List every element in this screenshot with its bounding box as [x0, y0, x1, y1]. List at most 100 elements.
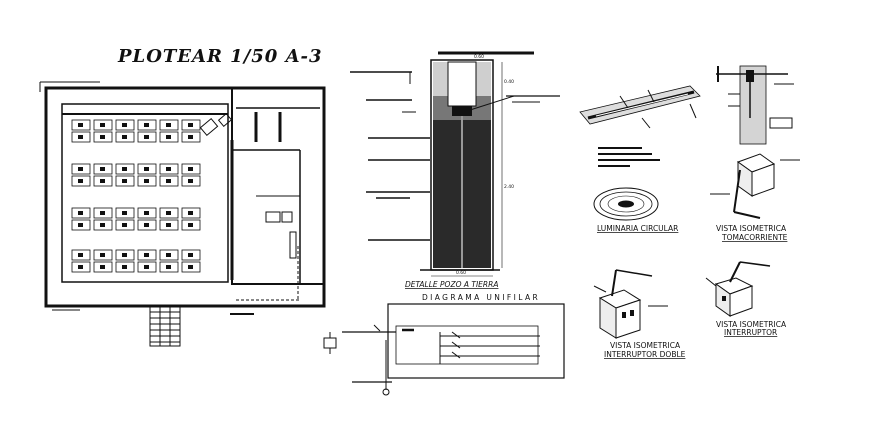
- desk: [137, 219, 157, 231]
- chair: [100, 211, 105, 215]
- desk: [137, 261, 157, 273]
- chair: [166, 123, 171, 127]
- desk: [159, 131, 179, 143]
- chair: [166, 223, 171, 227]
- desk: [159, 119, 179, 131]
- ground-well-caption: DETALLE POZO A TIERRA: [405, 280, 498, 289]
- well-dim-bottom: 0.60: [456, 270, 466, 276]
- floor-plan: [39, 81, 326, 347]
- chair: [100, 223, 105, 227]
- desk: [137, 175, 157, 187]
- chair: [100, 265, 105, 269]
- desk: [137, 131, 157, 143]
- chair: [78, 123, 83, 127]
- chair: [188, 211, 193, 215]
- luminaire-caption: LUMINARIA CIRCULAR: [597, 224, 678, 233]
- conduit-detail: [579, 85, 701, 167]
- desk: [93, 119, 113, 131]
- chair: [166, 167, 171, 171]
- desk: [93, 249, 113, 261]
- chair: [188, 135, 193, 139]
- iso-outlet-caption-1: VISTA ISOMETRICA: [716, 224, 787, 233]
- desk: [71, 119, 91, 131]
- desk: [181, 119, 201, 131]
- circular-luminaire: LUMINARIA CIRCULAR: [593, 187, 678, 233]
- desk: [115, 119, 135, 131]
- desk: [71, 261, 91, 273]
- chair: [144, 135, 149, 139]
- iso-double-switch: VISTA ISOMETRICA INTERRUPTOR DOBLE: [593, 269, 686, 359]
- iso-outlet-caption-2: TOMACORRIENTE: [721, 233, 788, 242]
- desk: [159, 219, 179, 231]
- well-dim-upper: 0.40: [504, 79, 514, 85]
- desk: [115, 261, 135, 273]
- desk: [181, 163, 201, 175]
- chair: [100, 179, 105, 183]
- chair: [100, 123, 105, 127]
- desk: [71, 163, 91, 175]
- chair: [188, 223, 193, 227]
- well-dim-top: 0.60: [474, 54, 484, 60]
- iso-switch-caption-1: VISTA ISOMETRICA: [716, 320, 787, 329]
- chair: [144, 123, 149, 127]
- chair: [188, 123, 193, 127]
- desk: [93, 219, 113, 231]
- single-line-diagram: DIAGRAMA UNIFILAR: [323, 293, 565, 396]
- chair: [122, 135, 127, 139]
- desk: [181, 131, 201, 143]
- desk: [181, 175, 201, 187]
- chair: [166, 179, 171, 183]
- desk: [93, 207, 113, 219]
- desk: [181, 207, 201, 219]
- desk: [159, 207, 179, 219]
- iso-outlet: VISTA ISOMETRICA TOMACORRIENTE: [710, 153, 800, 242]
- chair: [188, 253, 193, 257]
- iso-switch: VISTA ISOMETRICA INTERRUPTOR: [705, 261, 787, 337]
- ground-well-detail: 0.60 2.40 0.40 0.60 DETALLE POZO A TIERR…: [350, 51, 560, 289]
- chair: [122, 265, 127, 269]
- desk: [159, 261, 179, 273]
- chair: [166, 135, 171, 139]
- chair: [122, 223, 127, 227]
- desk: [115, 207, 135, 219]
- iso-switch-caption-2: INTERRUPTOR: [724, 328, 777, 337]
- desk: [93, 261, 113, 273]
- chair: [188, 167, 193, 171]
- chair: [166, 211, 171, 215]
- sheet-title: PLOTEAR 1/50 A-3: [117, 46, 323, 67]
- chair: [78, 167, 83, 171]
- chair: [144, 223, 149, 227]
- desk: [115, 175, 135, 187]
- well-dim-side: 2.40: [504, 184, 514, 190]
- single-line-caption: DIAGRAMA UNIFILAR: [422, 293, 540, 302]
- desk: [159, 163, 179, 175]
- chair: [100, 135, 105, 139]
- desk: [71, 219, 91, 231]
- iso-double-caption-1: VISTA ISOMETRICA: [610, 341, 681, 350]
- desk: [137, 163, 157, 175]
- desk: [93, 131, 113, 143]
- desk: [93, 163, 113, 175]
- chair: [144, 167, 149, 171]
- chair: [122, 179, 127, 183]
- chair: [78, 211, 83, 215]
- desk: [71, 207, 91, 219]
- chair: [100, 253, 105, 257]
- chair: [144, 211, 149, 215]
- desk: [181, 219, 201, 231]
- chair: [78, 265, 83, 269]
- chair: [122, 253, 127, 257]
- chair: [144, 253, 149, 257]
- desk: [71, 249, 91, 261]
- chair: [78, 223, 83, 227]
- desk: [137, 119, 157, 131]
- chair: [122, 211, 127, 215]
- desk: [137, 249, 157, 261]
- chair: [78, 253, 83, 257]
- chair: [122, 123, 127, 127]
- desk: [159, 249, 179, 261]
- chair: [100, 167, 105, 171]
- iso-double-caption-2: INTERRUPTOR DOBLE: [604, 350, 686, 359]
- chair: [144, 179, 149, 183]
